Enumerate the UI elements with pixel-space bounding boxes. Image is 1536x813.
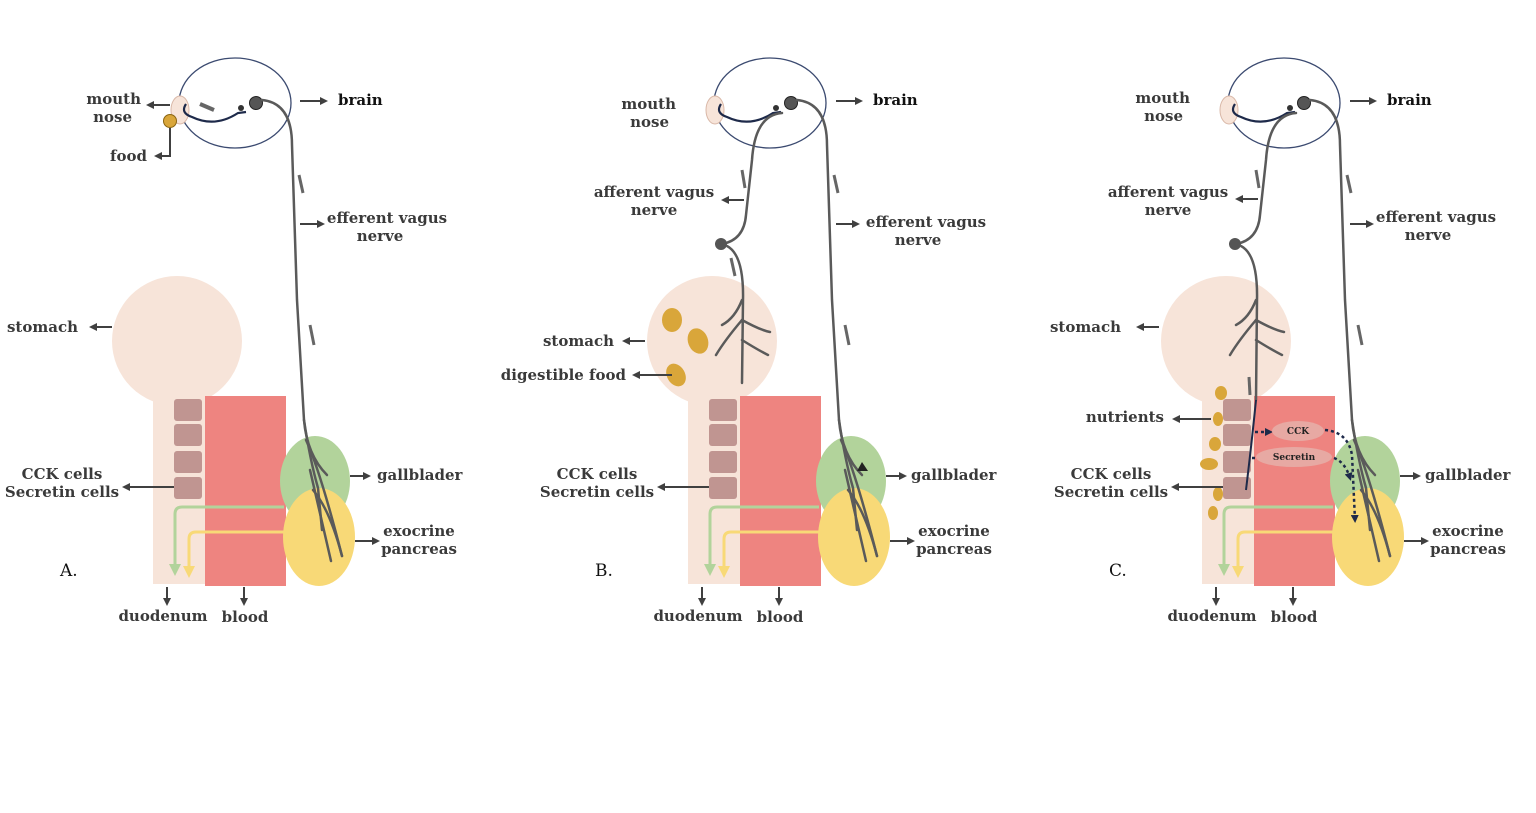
brain-node [784, 96, 798, 110]
efferent-label-2: nerve [357, 227, 404, 245]
brain-node [1297, 96, 1311, 110]
afferent-label-1: afferent vagus [1108, 183, 1228, 201]
pancreas-organ [1332, 488, 1404, 586]
nutrient-icons [1200, 386, 1227, 520]
gallbladder-stimulus-icon [857, 462, 868, 471]
afferent-vagus-nerve [720, 111, 784, 246]
efferent-vagus-nerve [260, 98, 324, 532]
cck-cells-label: CCK cells [557, 465, 638, 483]
pancreatic-juice-path [183, 530, 284, 578]
pancreatic-juice-path [1232, 530, 1333, 578]
stomach-label: stomach [7, 318, 78, 336]
bile-path [169, 505, 284, 576]
blood-label: blood [1271, 608, 1318, 626]
exocrine-label: exocrine [1432, 522, 1504, 540]
brain-node-small [238, 105, 244, 111]
efferent-vagus-nerve [1308, 98, 1372, 532]
mouth-label: mouth [1135, 89, 1190, 107]
panel-b-label: B. [595, 561, 613, 581]
ganglion-node [715, 238, 727, 250]
brain-label: brain [338, 91, 383, 109]
exocrine-label: exocrine [383, 522, 455, 540]
panel-b: mouth nose brain afferent vagus nerve ef… [501, 57, 998, 626]
afferent-label-2: nerve [1145, 201, 1192, 219]
secretin-cells-label: Secretin cells [1054, 483, 1168, 501]
cck-secretin-cells [1223, 399, 1251, 499]
efferent-label-1: efferent vagus [1376, 208, 1496, 226]
nutrients-label: nutrients [1086, 408, 1164, 426]
mouth-label: mouth [86, 90, 141, 108]
nose-shape [1219, 95, 1239, 125]
afferent-vagus-nerve [1234, 111, 1298, 246]
cck-cells-label: CCK cells [1071, 465, 1152, 483]
duodenum-label: duodenum [1167, 607, 1256, 625]
ganglion-node [1229, 238, 1241, 250]
cck-hormone-badge [1272, 421, 1324, 441]
food-label: food [110, 147, 147, 165]
digestible-food-label: digestible food [501, 366, 627, 384]
digestible-food-icons [662, 308, 709, 387]
cck-cells-label: CCK cells [22, 465, 103, 483]
cck-secretin-cells [709, 399, 737, 499]
bile-path [1218, 505, 1333, 576]
cck-hormone-label: CCK [1287, 427, 1310, 437]
gallbladder-label: gallblader [377, 466, 464, 484]
afferent-label-1: afferent vagus [594, 183, 714, 201]
nose-shape [705, 95, 725, 125]
panel-c: CCK Secretin mouth nose brain afferent v… [1050, 57, 1512, 626]
pancreas-label: pancreas [1430, 540, 1506, 558]
blood-vessel [205, 396, 286, 586]
efferent-label-1: efferent vagus [866, 213, 986, 231]
panel-c-label: C. [1109, 561, 1127, 581]
efferent-label-2: nerve [895, 231, 942, 249]
blood-label: blood [222, 608, 269, 626]
mouth-label: mouth [621, 95, 676, 113]
pancreas-label: pancreas [916, 540, 992, 558]
olfactory-nerve [182, 103, 247, 123]
nose-label: nose [93, 108, 132, 126]
efferent-label-2: nerve [1405, 226, 1452, 244]
nose-label: nose [630, 113, 669, 131]
secretin-hormone-badge [1256, 447, 1332, 467]
signal-arrow-icon [199, 102, 215, 112]
panel-a-label: A. [59, 561, 78, 581]
secretin-hormone-label: Secretin [1273, 453, 1316, 463]
duodenum-label: duodenum [653, 607, 742, 625]
blood-label: blood [757, 608, 804, 626]
efferent-label-1: efferent vagus [327, 209, 447, 227]
blood-vessel [740, 396, 821, 586]
gallbladder-label: gallblader [1425, 466, 1512, 484]
olfactory-nerve [717, 103, 782, 123]
brain-node [249, 96, 263, 110]
stomach-label: stomach [543, 332, 614, 350]
afferent-label-2: nerve [631, 201, 678, 219]
afferent-terminal-fibers [1245, 399, 1257, 491]
brain-label: brain [873, 91, 918, 109]
secretin-dotted-path [1333, 456, 1353, 481]
exocrine-label: exocrine [918, 522, 990, 540]
gallbladder-label: gallblader [911, 466, 998, 484]
stomach-label: stomach [1050, 318, 1121, 336]
bile-path [704, 505, 819, 576]
pancreatic-juice-path [718, 530, 819, 578]
cck-secretin-cells [174, 399, 202, 499]
secretin-cells-label: Secretin cells [5, 483, 119, 501]
food-icon [163, 114, 177, 128]
panel-a: mouth nose food brain efferent vagus ner… [5, 57, 464, 626]
nose-label: nose [1144, 107, 1183, 125]
olfactory-nerve [1231, 103, 1296, 123]
efferent-vagus-nerve [795, 98, 859, 532]
brain-label: brain [1387, 91, 1432, 109]
pancreas-organ [818, 488, 890, 586]
pancreas-organ [283, 488, 355, 586]
secretin-cells-label: Secretin cells [540, 483, 654, 501]
pancreas-label: pancreas [381, 540, 457, 558]
duodenum-label: duodenum [118, 607, 207, 625]
